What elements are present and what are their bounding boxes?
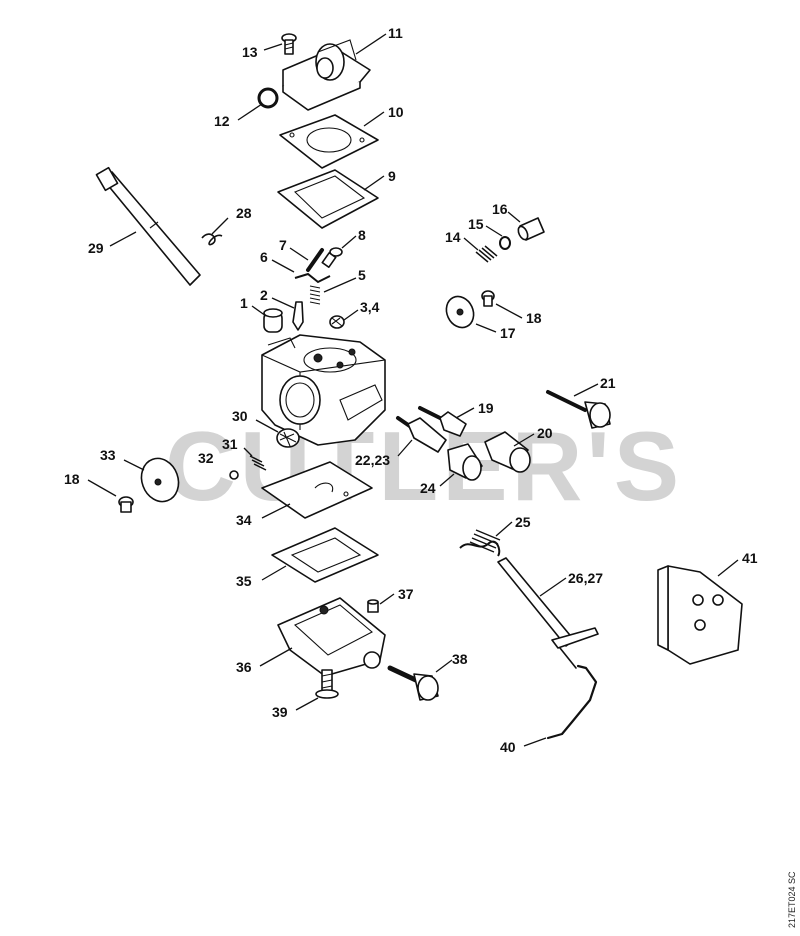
callout-10: 10 [388,104,404,120]
part-40-rod [546,664,598,740]
callout-31: 31 [222,436,238,452]
part-25-spring [459,540,501,557]
callout-labels: 13 11 12 10 9 28 29 16 15 14 7 8 6 5 2 1… [64,25,758,755]
callout-34: 34 [236,512,252,528]
part-18-screw-lower [118,496,134,513]
callout-36: 36 [236,659,252,675]
carburetor-body [261,334,386,446]
callout-8: 8 [358,227,366,243]
part-2-inlet-needle [292,301,304,331]
callout-3-4: 3,4 [360,299,380,315]
callout-2: 2 [260,287,268,303]
part-10-pump-diaphragm [279,114,379,169]
callout-13: 13 [242,44,258,60]
callout-37: 37 [398,586,414,602]
part-37-plug [367,599,379,613]
part-26-27-lever [497,557,599,669]
callout-18-lower: 18 [64,471,80,487]
callout-7: 7 [279,237,287,253]
part-15-washer [499,236,511,250]
callout-12: 12 [214,113,230,129]
part-3-4-plug [329,315,345,329]
callout-11: 11 [388,25,403,41]
callout-21: 21 [600,375,616,391]
callout-24: 24 [420,480,436,496]
part-29-throttle-shaft [95,166,201,286]
part-32-ball [229,470,239,480]
callout-9: 9 [388,168,396,184]
part-38-adjusting-screw [387,665,439,701]
callout-35: 35 [236,573,252,589]
callout-32: 32 [198,450,214,466]
callout-25: 25 [515,514,531,530]
part-33-plate [140,457,180,503]
leader-lines [87,33,739,747]
callout-16: 16 [492,201,508,217]
part-41-bracket [657,565,743,665]
part-28-clip [201,233,223,246]
callout-19: 19 [478,400,494,416]
part-6-lever [294,272,331,284]
part-11-pump-cover [282,39,371,111]
part-20-cap [484,431,531,473]
callout-33: 33 [100,447,116,463]
part-36-pump-housing [277,597,386,677]
callout-18-upper: 18 [526,310,542,326]
callout-39: 39 [272,704,288,720]
callout-29: 29 [88,240,104,256]
callout-22-23: 22,23 [355,452,390,468]
part-24-cap [447,443,483,481]
part-9-gasket [277,169,379,229]
part-5-spring [309,285,321,305]
part-14-spring [475,245,498,263]
callout-5: 5 [358,267,366,283]
part-1-plug [263,308,283,333]
part-39-screw [315,669,339,699]
callout-15: 15 [468,216,484,232]
part-31-spring [249,455,267,471]
part-30-screen [276,428,300,448]
part-16-cap [517,217,545,241]
callout-40: 40 [500,739,516,755]
part-35-gasket [271,527,379,583]
part-12-o-ring [257,87,279,109]
part-18-screw-upper [481,290,495,307]
part-13-screw [281,33,297,55]
part-8-screw [321,247,343,269]
callout-17: 17 [500,325,516,341]
part-22-23-needle [396,416,447,453]
callout-6: 6 [260,249,268,265]
callout-30: 30 [232,408,248,424]
callout-14: 14 [445,229,461,245]
part-21-adjusting-screw [546,390,611,429]
drawing-code: 217ET024 SC [787,871,797,928]
callout-28: 28 [236,205,252,221]
callout-38: 38 [452,651,468,667]
callout-41: 41 [742,550,758,566]
part-19-needle [418,406,467,437]
callout-26-27: 26,27 [568,570,603,586]
callout-20: 20 [537,425,553,441]
part-17-plate [445,295,475,329]
part-7-pin [306,248,324,272]
callout-1: 1 [240,295,248,311]
